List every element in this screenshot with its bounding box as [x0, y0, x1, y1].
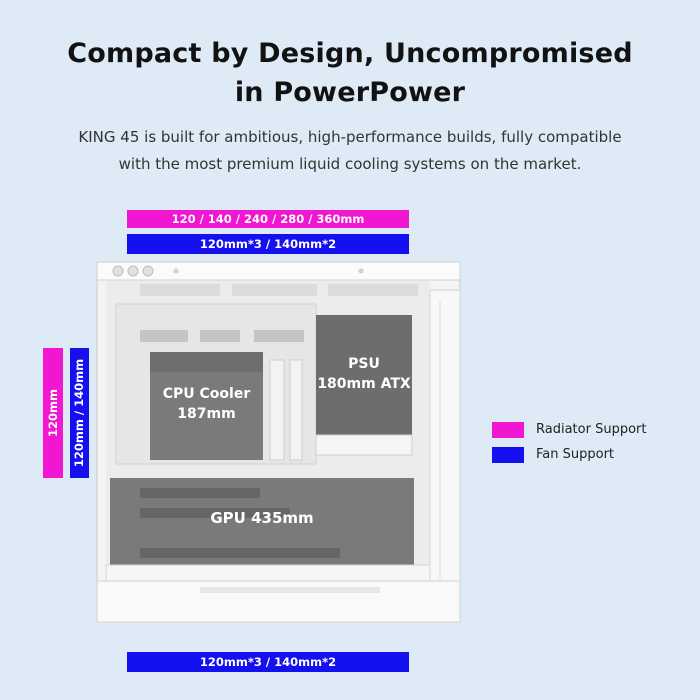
psu-label-line-2: 180mm ATX: [317, 376, 411, 392]
psu-label: PSU 180mm ATX: [316, 354, 412, 394]
cpu-cooler-zone: [150, 370, 263, 460]
cpu-cooler-label-line-2: 187mm: [177, 406, 236, 422]
cpu-cooler-label-line-1: CPU Cooler: [162, 386, 251, 402]
psu-zone: [316, 315, 412, 435]
legend-radiator-swatch: [492, 422, 524, 438]
top-radiator-bar: 120 / 140 / 240 / 280 / 360mm: [127, 210, 409, 228]
legend-fan-label: Fan Support: [536, 447, 615, 462]
side-radiator-bar: 120mm: [43, 348, 63, 478]
top-fan-bar: 120mm*3 / 140mm*2: [127, 234, 409, 254]
legend-radiator-label: Radiator Support: [536, 422, 647, 437]
bottom-fan-bar: 120mm*3 / 140mm*2: [127, 652, 409, 672]
glass-side-panel: [429, 289, 461, 601]
psu-shroud: [105, 564, 431, 582]
page-title-line-1: Compact by Design, Uncompromised: [67, 38, 633, 69]
side-fan-bar: 120mm / 140mm: [70, 348, 89, 478]
subtitle-line-1: KING 45 is built for ambitious, high-per…: [78, 128, 622, 146]
page-title-line-2: in PowerPower: [234, 77, 466, 108]
gpu-label: GPU 435mm: [210, 509, 314, 527]
subtitle-line-2: with the most premium liquid cooling sys…: [118, 155, 582, 173]
psu-label-line-1: PSU: [348, 356, 380, 372]
cpu-cooler-label: CPU Cooler 187mm: [150, 384, 263, 424]
case-top-panel: [96, 261, 461, 281]
legend-fan-swatch: [492, 447, 524, 463]
